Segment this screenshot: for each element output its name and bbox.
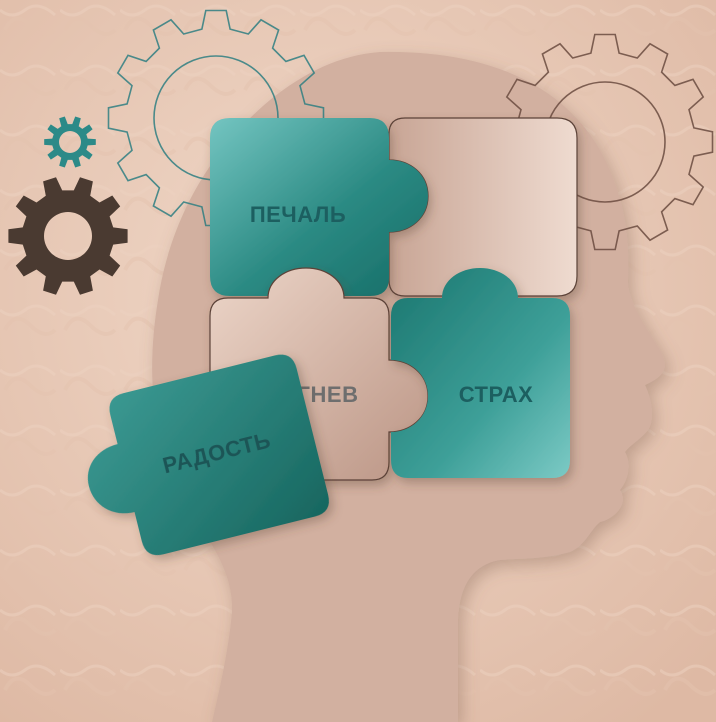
puzzle-label-sadness: ПЕЧАЛЬ [250,202,346,227]
puzzle-label-anger: ГНЕВ [298,382,359,407]
gear-solid-icon [8,177,128,295]
gear-small-icon [44,116,96,168]
puzzle-piece-joy: РАДОСТЬ [87,354,329,556]
gear-body [8,177,128,295]
puzzle-label-fear: СТРАХ [459,382,534,407]
gear-body [44,116,96,168]
puzzle-piece-fear: СТРАХ [391,268,570,478]
puzzle-piece-sadness: ПЕЧАЛЬ [210,118,428,296]
